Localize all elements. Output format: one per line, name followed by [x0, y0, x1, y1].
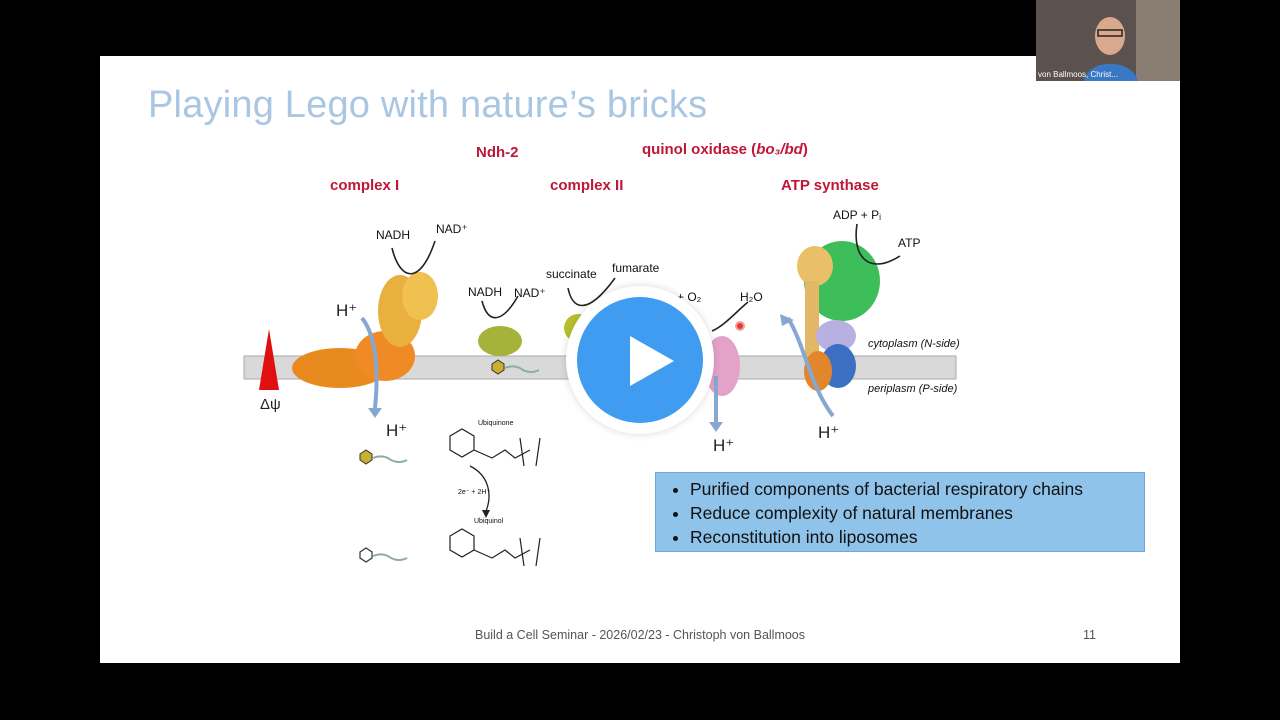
cytoplasm-label: cytoplasm (N-side) — [868, 338, 960, 350]
quinone-token — [491, 359, 505, 375]
nad-label-1: NAD⁺ — [436, 222, 468, 236]
atp-synthase-protein — [797, 241, 880, 391]
ubiquinone-label: Ubiquinone — [478, 420, 514, 427]
arrow-nadh-1 — [391, 240, 436, 275]
membrane-potential-triangle — [259, 329, 279, 390]
electrons-label: 2e⁻ + 2H⁺ — [458, 489, 491, 496]
adp-label: ADP + Pᵢ — [833, 208, 882, 222]
quinol-token-legend — [359, 547, 373, 563]
proton-arrow-complex1 — [360, 316, 379, 409]
fumarate-label: fumarate — [612, 261, 660, 275]
label-complex-1: complex I — [330, 177, 400, 194]
quinol-italic: bo₃/bd — [756, 141, 803, 158]
cursor-dot — [735, 321, 745, 331]
play-button[interactable] — [566, 286, 714, 434]
label-ndh2: Ndh-2 — [476, 144, 519, 161]
nad-label-2: NAD⁺ — [514, 286, 546, 300]
atp-label: ATP — [898, 236, 921, 250]
play-button-circle[interactable] — [577, 297, 703, 423]
webcam-avatar — [1036, 0, 1180, 81]
bullet-2: Reduce complexity of natural membranes — [690, 501, 1134, 525]
slide-footer: Build a Cell Seminar - 2026/02/23 - Chri… — [474, 628, 806, 642]
label-complex-2: complex II — [550, 177, 624, 194]
bullet-3: Reconstitution into liposomes — [690, 525, 1134, 549]
quinone-token-legend — [359, 449, 373, 465]
h-plus-atp: H⁺ — [818, 423, 840, 442]
bullet-1: Purified components of bacterial respira… — [690, 477, 1134, 501]
label-quinol-oxidase: quinol oxidase (bo₃/bd) — [642, 141, 808, 158]
water-label: H₂O — [740, 290, 763, 304]
succinate-label: succinate — [546, 267, 597, 281]
nadh-label-2: NADH — [468, 285, 503, 299]
slide-page-number: 11 — [1083, 628, 1096, 642]
arrow-h2o — [711, 301, 749, 332]
play-icon — [630, 336, 674, 386]
quinol-suffix: ) — [802, 141, 808, 158]
complex-1-protein — [292, 272, 438, 388]
slide-title: Playing Lego with nature’s bricks — [148, 84, 708, 126]
summary-box: Purified components of bacterial respira… — [655, 472, 1145, 552]
h-plus-complex1-top: H⁺ — [336, 301, 358, 320]
arrow-nadh-2 — [481, 295, 519, 319]
proton-arrow-atp — [786, 316, 835, 418]
h-plus-complex1-bottom: H⁺ — [386, 421, 408, 440]
h-plus-oxidase: H⁺ — [713, 436, 735, 455]
arrow-succinate — [567, 277, 616, 307]
ubiquinone-structure — [449, 428, 541, 467]
slide: Playing Lego with nature’s bricks Ndh-2 … — [100, 56, 1180, 663]
participant-video-thumbnail[interactable]: von Ballmoos, Christ... — [1036, 0, 1180, 81]
reduction-arrow — [469, 465, 490, 512]
participant-name: von Ballmoos, Christ... — [1038, 70, 1119, 79]
nadh-label-1: NADH — [376, 228, 411, 242]
arrow-atp — [855, 223, 901, 265]
quinol-prefix: quinol oxidase ( — [642, 141, 757, 158]
ubiquinol-structure — [449, 528, 541, 567]
label-atp-synthase: ATP synthase — [781, 177, 879, 194]
ndh2-protein — [478, 326, 522, 356]
ubiquinol-label: Ubiquinol — [474, 518, 504, 525]
delta-psi-label: Δψ — [260, 396, 281, 413]
periplasm-label: periplasm (P-side) — [868, 383, 958, 395]
